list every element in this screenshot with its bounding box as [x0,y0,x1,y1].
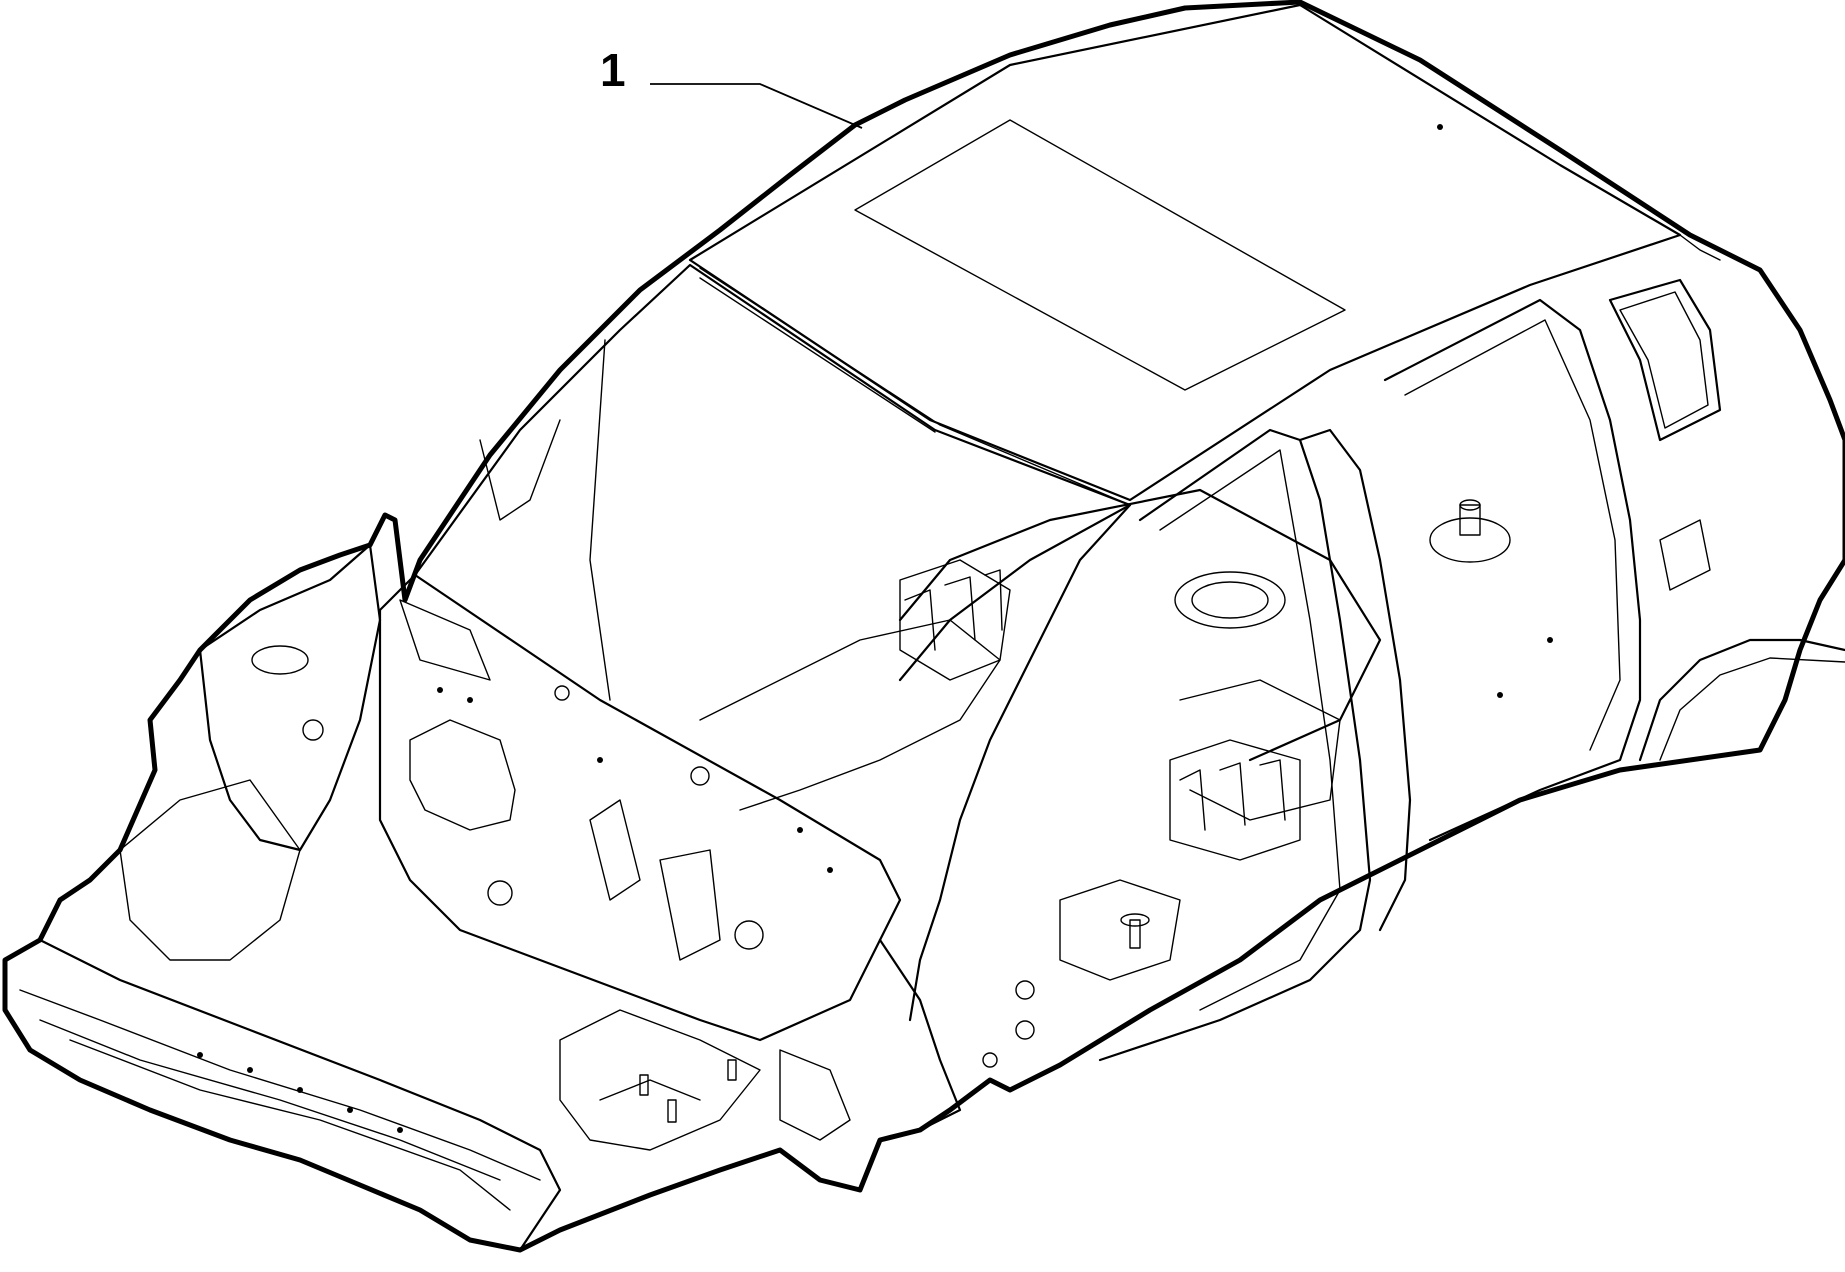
front-door-opening [1098,428,1372,1062]
callout-number: 1 [600,44,626,96]
panel-holes [197,124,1553,1133]
rear-door-opening [1383,298,1642,842]
a-pillar [908,503,1132,1022]
sunroof-outline [854,119,1346,391]
suspension-mount [1429,517,1511,563]
rear-seat-crossmember [899,559,1011,681]
firewall-panel [378,573,902,1042]
callout-1: 1 [600,44,863,129]
firewall-cutout [409,719,516,831]
rear-wheel-arch [1638,638,1845,762]
rear-quarter-window [1608,278,1722,442]
floor-pan [898,488,1382,762]
right-front-rail [878,938,962,1142]
roof-panel [688,3,1682,502]
leader-line [650,83,863,129]
mounting-studs [639,913,1150,1123]
roof-edge-line [699,267,1131,506]
windshield-frame [413,263,1132,682]
spare-wheel-well [1174,571,1286,629]
fuel-flap [1659,519,1711,591]
front-crossmember [3,938,562,1252]
front-seat-crossmember [1169,739,1301,861]
left-strut-tower [198,543,382,852]
b-pillar [1298,428,1412,932]
